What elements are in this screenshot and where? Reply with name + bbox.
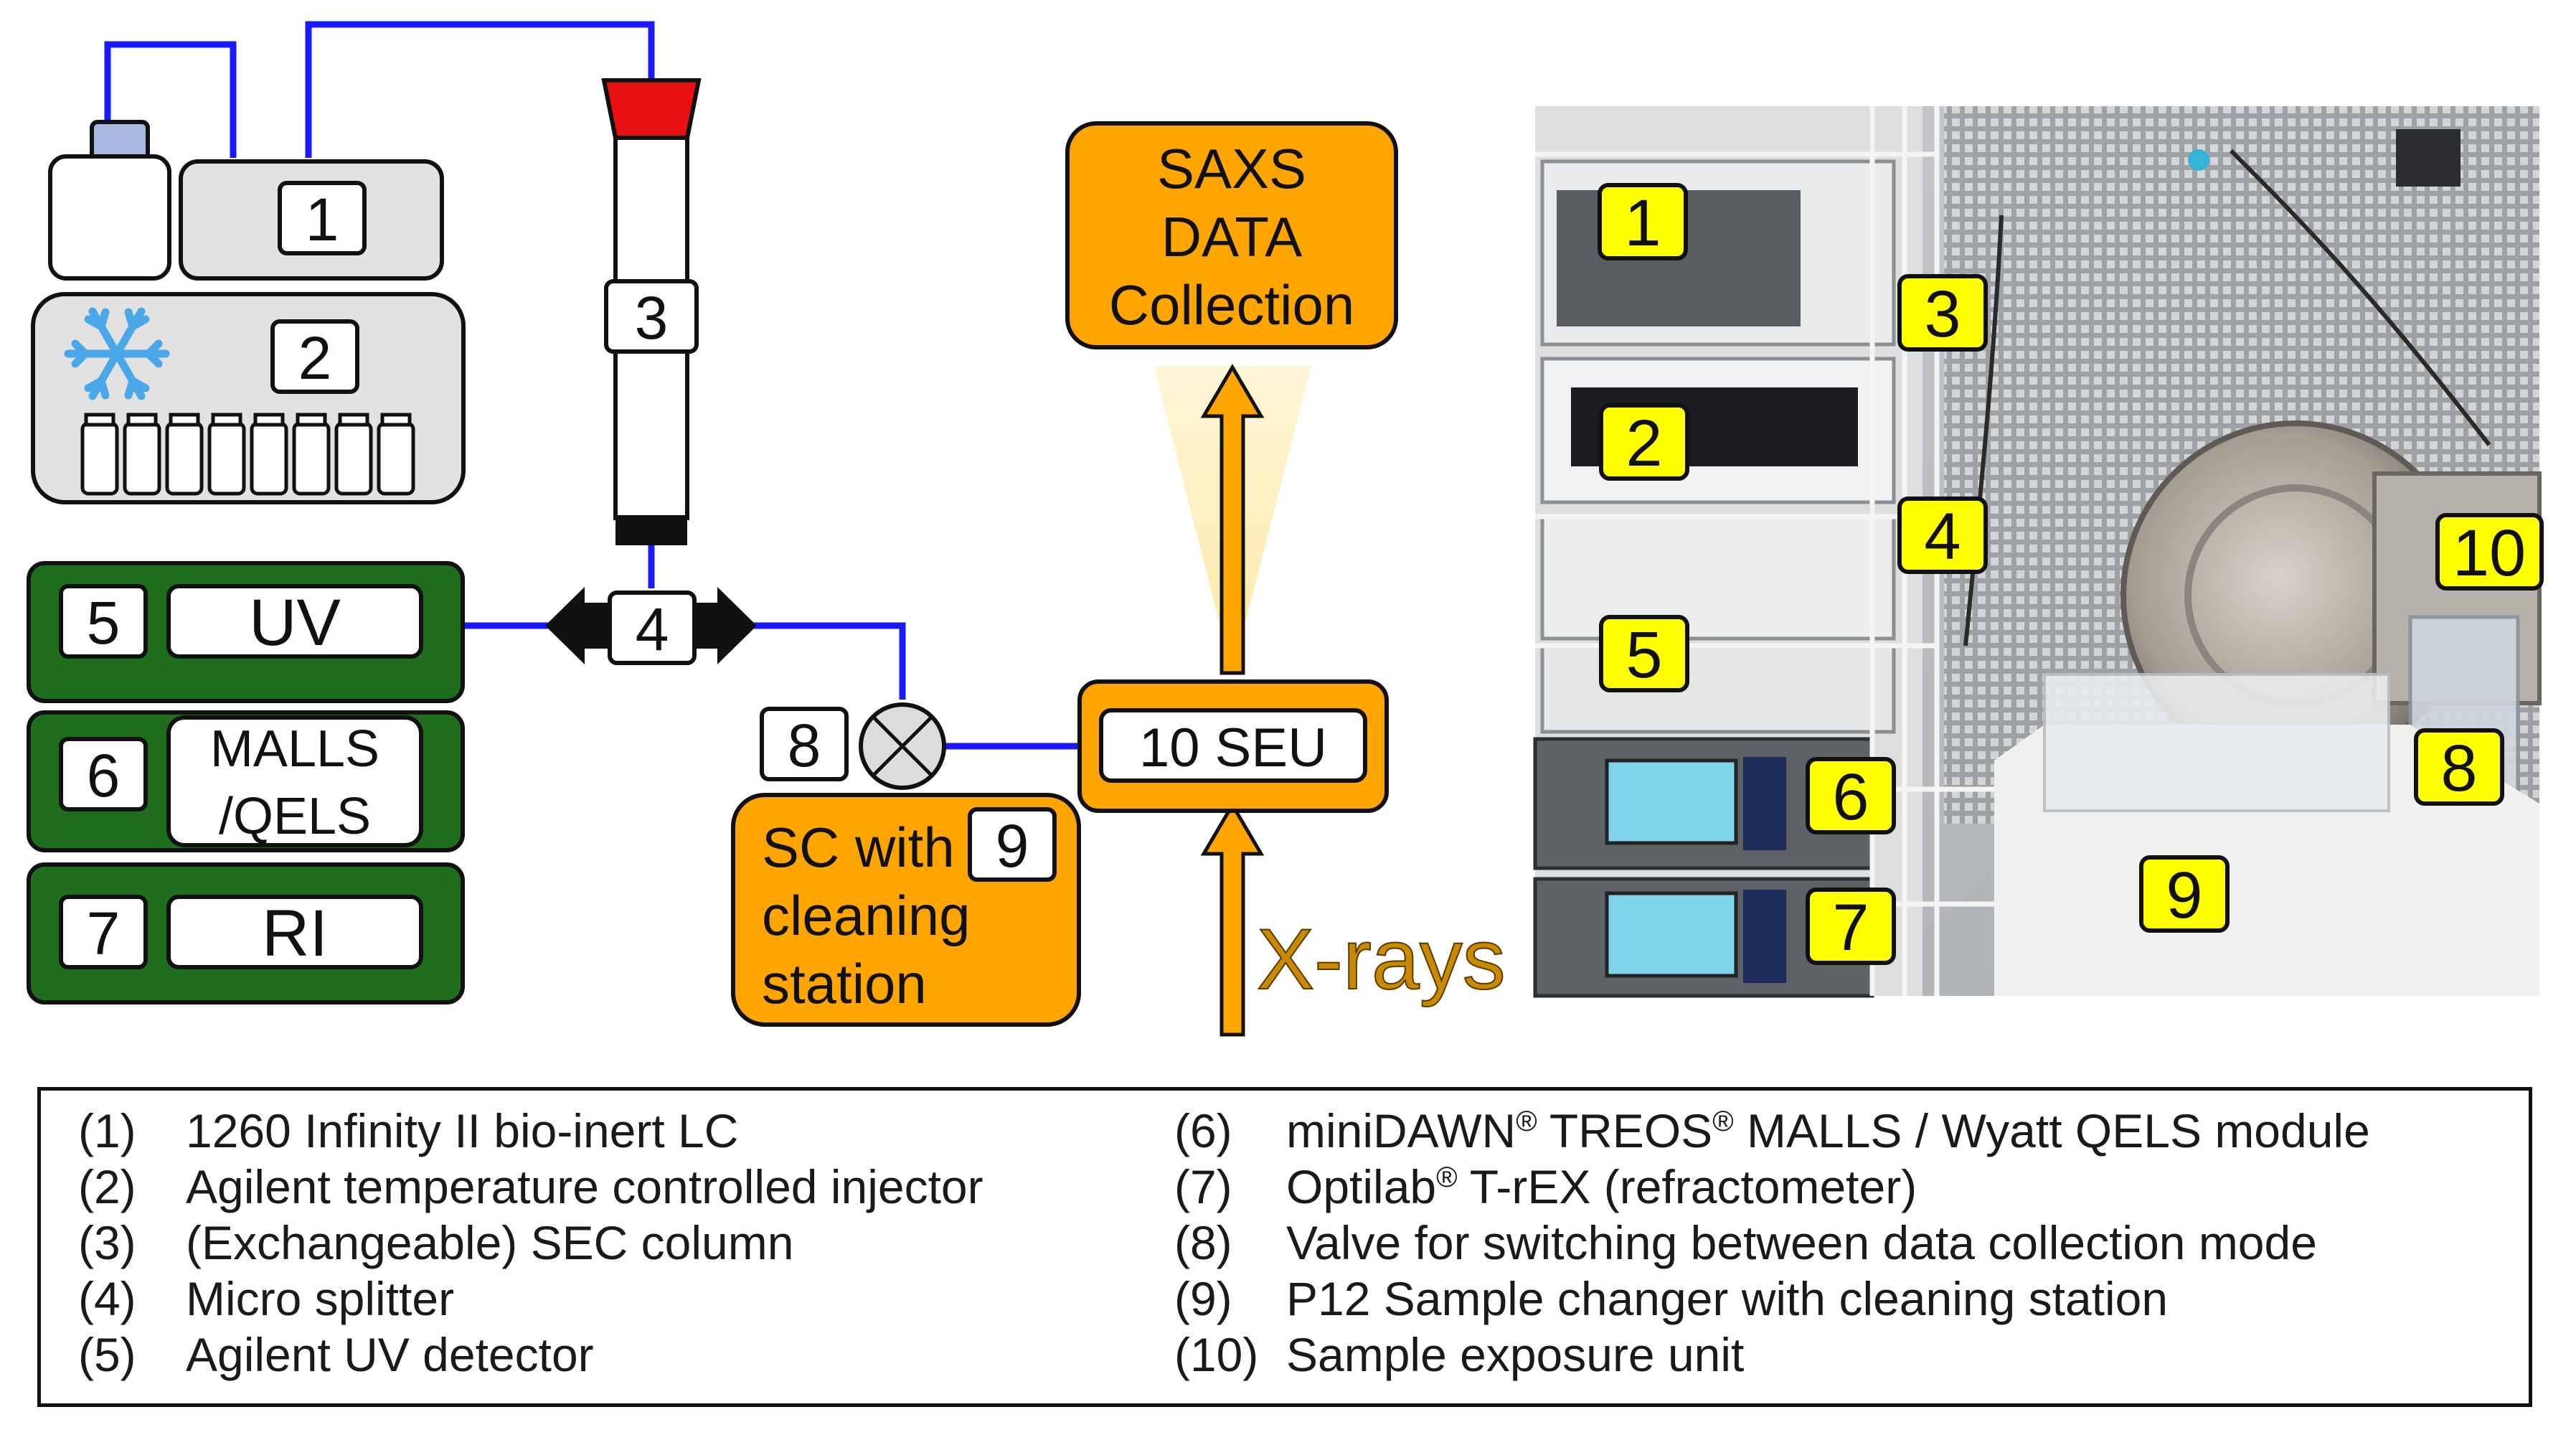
svg-text:SAXS: SAXS xyxy=(1157,137,1306,200)
sample-exposure-unit: 10 SEU xyxy=(1077,679,1389,813)
snowflake-icon xyxy=(64,307,170,400)
ri-label: RI xyxy=(262,897,328,970)
legend-item-7: (7)Optilab® T-rEX (refractometer) xyxy=(1174,1160,1917,1213)
malls-label: MALLS xyxy=(210,720,379,778)
legend-item-2: (2)Agilent temperature controlled inject… xyxy=(78,1160,983,1213)
sample-changer: 9 SC with cleaning station xyxy=(731,793,1081,1027)
svg-text:6: 6 xyxy=(87,742,121,809)
svg-text:3: 3 xyxy=(1924,278,1961,351)
photo-label-10: 10 xyxy=(2435,513,2544,590)
svg-text:Collection: Collection xyxy=(1109,273,1355,337)
seu-label: 10 SEU xyxy=(1139,717,1327,778)
svg-text:5: 5 xyxy=(87,589,121,657)
photo-label-9: 9 xyxy=(2139,855,2230,933)
svg-text:9: 9 xyxy=(996,812,1029,880)
lc-pump-box: 1 xyxy=(179,159,444,281)
valve-icon xyxy=(859,702,946,790)
photo-label-2: 2 xyxy=(1599,403,1689,481)
svg-text:7: 7 xyxy=(1832,891,1869,964)
component-4-number: 4 xyxy=(636,596,669,663)
photo-labels: 1 3 2 4 10 5 8 6 9 7 xyxy=(1598,183,2544,965)
sample-vials xyxy=(80,413,415,496)
legend-item-6: (6)miniDAWN® TREOS® MALLS / Wyatt QELS m… xyxy=(1174,1104,2370,1157)
legend-left-column: (1)1260 Infinity II bio-inert LC (2)Agil… xyxy=(78,1103,983,1383)
svg-text:1: 1 xyxy=(1624,187,1661,260)
switching-valve: 8 xyxy=(760,702,946,790)
svg-text:cleaning: cleaning xyxy=(762,884,971,947)
svg-text:SC with: SC with xyxy=(762,816,955,879)
legend-right-column: (6)miniDAWN® TREOS® MALLS / Wyatt QELS m… xyxy=(1174,1103,2370,1383)
svg-text:DATA: DATA xyxy=(1161,205,1302,268)
saxs-data-collection: SAXS DATA Collection xyxy=(1065,121,1398,349)
photo-label-1: 1 xyxy=(1598,183,1688,260)
photo-label-5: 5 xyxy=(1599,615,1689,692)
photo-label-6: 6 xyxy=(1806,757,1896,834)
legend-item-8: (8)Valve for switching between data coll… xyxy=(1174,1216,2317,1269)
svg-text:7: 7 xyxy=(87,900,121,967)
svg-text:8: 8 xyxy=(2440,732,2477,805)
svg-text:6: 6 xyxy=(1832,761,1869,834)
micro-splitter: 4 xyxy=(545,587,757,665)
svg-text:8: 8 xyxy=(788,712,821,779)
detector-ri: 7 RI xyxy=(27,862,465,1004)
xray-arrow xyxy=(1200,801,1265,1037)
photo-label-8: 8 xyxy=(2414,728,2504,806)
photo-label-3: 3 xyxy=(1897,274,1988,352)
legend-item-5: (5)Agilent UV detector xyxy=(78,1328,594,1381)
legend-item-10: (10)Sample exposure unit xyxy=(1174,1328,1745,1381)
svg-text:9: 9 xyxy=(2166,859,2202,932)
svg-text:5: 5 xyxy=(1626,618,1662,692)
photo-label-7: 7 xyxy=(1806,888,1896,965)
svg-text:10: 10 xyxy=(2453,517,2526,590)
component-3-number: 3 xyxy=(635,284,669,352)
schematic: 1 2 xyxy=(27,21,1506,1037)
svg-text:2: 2 xyxy=(1626,407,1662,480)
injector-box: 2 xyxy=(31,292,466,504)
component-1-number: 1 xyxy=(306,186,339,253)
photo-label-4: 4 xyxy=(1897,497,1988,574)
sec-column: 3 xyxy=(601,78,702,545)
svg-text:4: 4 xyxy=(1924,500,1961,573)
svg-text:station: station xyxy=(762,952,927,1015)
detector-malls: 6 MALLS /QELS xyxy=(27,710,465,852)
legend-item-3: (3)(Exchangeable) SEC column xyxy=(78,1216,794,1269)
detector-uv: 5 UV xyxy=(27,561,465,703)
legend-item-1: (1)1260 Infinity II bio-inert LC xyxy=(78,1104,739,1157)
legend-item-9: (9)P12 Sample changer with cleaning stat… xyxy=(1174,1272,2169,1325)
legend-item-4: (4)Micro splitter xyxy=(78,1272,455,1325)
solvent-bottle xyxy=(48,120,171,281)
component-2-number: 2 xyxy=(298,324,332,392)
legend: (1)1260 Infinity II bio-inert LC (2)Agil… xyxy=(37,1087,2532,1407)
uv-label: UV xyxy=(249,586,341,659)
qels-label: /QELS xyxy=(219,788,371,845)
xrays-label: X-rays xyxy=(1257,911,1506,1007)
arrow-up-icon xyxy=(1200,364,1265,675)
